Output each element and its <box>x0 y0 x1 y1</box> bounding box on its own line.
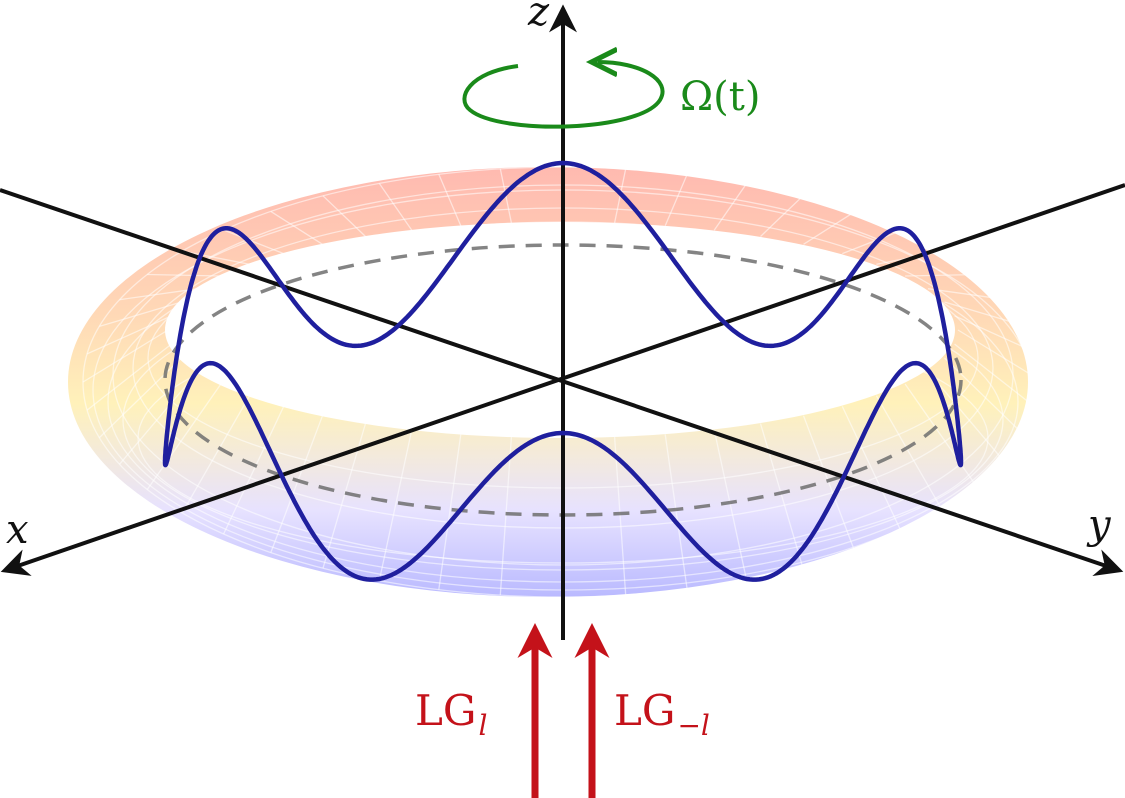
torus-grid-line <box>147 273 221 277</box>
torus-grid-line <box>82 329 169 383</box>
torus-grid-line <box>270 210 323 245</box>
y-axis <box>0 188 1124 577</box>
torus <box>68 167 1028 597</box>
torus-grid-line <box>322 195 366 237</box>
torus-grid-line <box>841 406 903 535</box>
torus-grid-line <box>438 174 462 226</box>
torus-grid-line <box>927 370 1007 465</box>
torus-grid-line <box>223 406 285 535</box>
beam-left-main: LG <box>415 686 476 735</box>
x-axis <box>0 183 1125 576</box>
torus-grid-line <box>499 437 513 596</box>
torus-grid-line <box>957 329 1044 383</box>
torus-grid-line <box>927 288 1007 301</box>
torus-grid-line <box>713 429 748 581</box>
torus-grid-line <box>378 429 413 581</box>
beam-label-right: LG−l <box>614 686 710 742</box>
torus-grid-line <box>146 383 222 490</box>
torus-grid-line <box>760 195 804 237</box>
torus-grid-line <box>181 395 251 514</box>
torus-grid-line <box>954 315 1040 355</box>
beam-label-left: LGl <box>415 686 487 742</box>
torus-grid-line <box>223 229 284 255</box>
torus-grid-line <box>182 250 250 265</box>
torus-grid-line <box>613 437 627 596</box>
torus-grid-line <box>904 383 980 490</box>
rotation-arrow <box>462 62 665 129</box>
torus-grid-line <box>99 301 182 328</box>
torus-grid-line <box>378 183 413 231</box>
y-axis-label: y <box>1086 502 1112 548</box>
torus-grid-line <box>954 343 1040 411</box>
torus-grid-line <box>664 434 688 590</box>
torus-grid-line <box>664 174 688 226</box>
torus-grid-line <box>438 434 462 590</box>
rotation-label: Ω(t) <box>680 74 760 120</box>
standing-wave <box>162 160 964 582</box>
z-axis-label: z <box>527 0 550 35</box>
torus-grid-line <box>270 415 324 553</box>
torus-grid-line <box>98 357 182 439</box>
torus-grid-line <box>944 357 1028 439</box>
torus-grid-line <box>86 343 172 411</box>
torus-grid-line <box>713 183 748 231</box>
x-axis-label: x <box>6 507 29 553</box>
torus-grid-line <box>759 423 804 569</box>
beam-right-main: LG <box>614 686 675 735</box>
torus-grid-line <box>86 315 172 355</box>
torus-grid-line <box>875 395 945 514</box>
torus-grid-line <box>944 301 1027 328</box>
torus-grid-line <box>803 210 856 245</box>
torus-grid-line <box>905 273 979 277</box>
beam-left-sub: l <box>478 709 487 742</box>
torus-grid-line <box>802 415 856 553</box>
beam-right-sub: −l <box>677 709 709 742</box>
torus-grid-line <box>119 288 199 301</box>
torus-grid-line <box>119 370 199 465</box>
torus-grid-line <box>842 229 903 255</box>
